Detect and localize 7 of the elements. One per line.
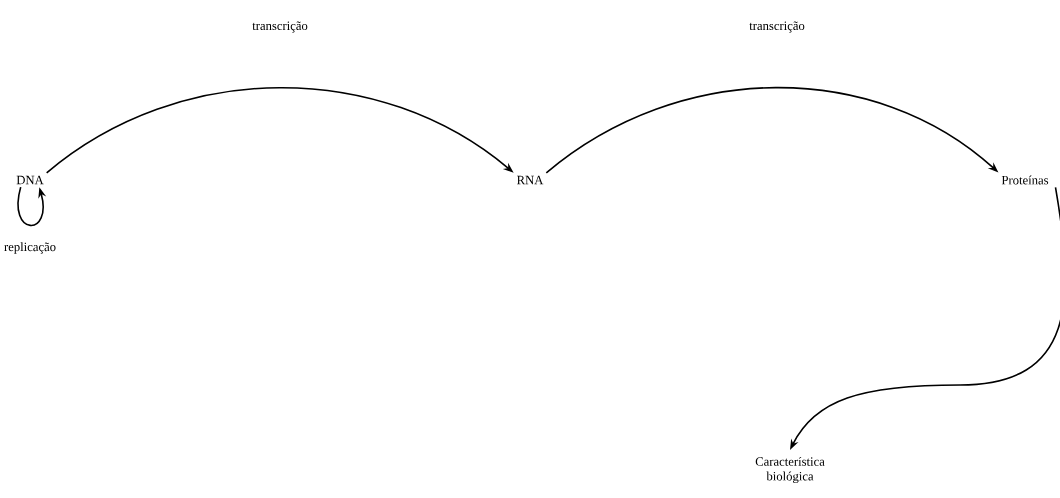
node-label: Característica biológica <box>755 456 825 484</box>
edge-label: transcrição <box>250 20 310 34</box>
node-label: DNA <box>16 175 44 185</box>
edge-label: transcrição <box>747 20 807 34</box>
edge-label: replicação <box>2 240 58 256</box>
node-label: RNA <box>517 175 544 185</box>
node-label: Proteínas <box>1001 175 1049 185</box>
